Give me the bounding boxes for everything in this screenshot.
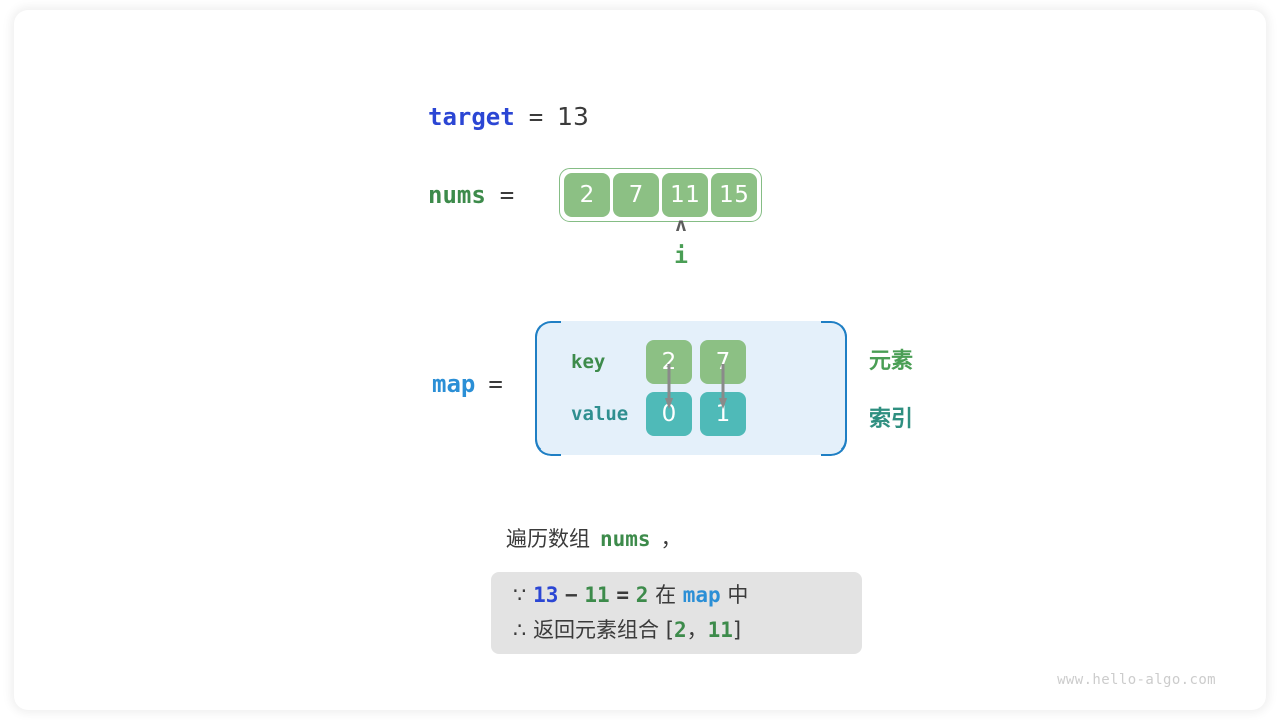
diagram-canvas: target = 13 nums = 2 7 11 15 ʌ i map = k… [14, 10, 1266, 710]
nums-cell: 7 [613, 173, 660, 217]
conclusion-map-name: map [682, 582, 721, 607]
target-equals-sign: = [528, 102, 544, 131]
hashmap-row-labels: key value [571, 340, 628, 436]
hashmap-value-label: value [571, 403, 629, 425]
equals-sign: = [616, 582, 630, 607]
conclusion-current-value: 11 [584, 582, 610, 607]
nums-cell: 15 [711, 173, 758, 217]
conclusion-in-word: 在 [655, 582, 677, 607]
legend-element-label: 元素 [869, 349, 914, 374]
conclusion-complement-value: 2 [635, 582, 649, 607]
map-row: map = [432, 370, 503, 398]
hashmap-key-cell: 7 [700, 340, 747, 384]
hashmap-value-cell: 0 [646, 392, 693, 436]
because-symbol: ∵ [513, 582, 527, 607]
nums-array: 2 7 11 15 [559, 168, 763, 222]
nums-variable-name: nums [428, 181, 486, 209]
traverse-note-prefix: 遍历数组 [506, 527, 590, 551]
map-equals-sign: = [488, 370, 503, 398]
hashmap-legend: 元素 索引 [869, 343, 913, 433]
nums-cell: 2 [564, 173, 611, 217]
watermark: www.hello-algo.com [1057, 672, 1216, 688]
caret-up-icon: ʌ [675, 214, 687, 236]
conclusion-target-value: 13 [533, 582, 559, 607]
hashmap-value-cell: 1 [700, 392, 747, 436]
therefore-symbol: ∴ [513, 618, 527, 642]
hashmap-container: key value 2 0 7 1 [535, 321, 847, 455]
target-row: target = 13 [428, 102, 589, 131]
conclusion-result-b: 11 [707, 618, 733, 642]
bracket-open: [ [665, 618, 674, 642]
map-variable-name: map [432, 370, 476, 398]
conclusion-result-comma: ， [686, 618, 708, 642]
minus-sign: − [565, 582, 578, 607]
conclusion-tail-word: 中 [727, 582, 749, 607]
target-value: 13 [557, 102, 589, 131]
index-pointer-label: i [674, 243, 688, 269]
conclusion-box: ∵ 13 − 11 = 2 在 map 中 ∴ 返回元素组合 [ 2 [491, 572, 862, 654]
legend-index-label: 索引 [869, 407, 914, 432]
conclusion-result-text: 返回元素组合 [533, 618, 660, 642]
hashmap-entry: 7 1 [700, 340, 747, 436]
bracket-close: ] [732, 618, 742, 642]
hashmap-key-cell: 2 [646, 340, 693, 384]
nums-equals-sign: = [499, 181, 515, 209]
hashmap-key-label: key [571, 351, 606, 373]
conclusion-line-2: ∴ 返回元素组合 [ 2 ， 11 ] [513, 615, 840, 647]
target-variable-name: target [428, 102, 515, 131]
nums-cell: 11 [662, 173, 709, 217]
hashmap-cells: 2 0 7 1 [646, 340, 747, 436]
nums-row: nums = 2 7 11 15 [428, 168, 763, 222]
traverse-note-variable: nums [600, 527, 651, 551]
index-pointer-group: ʌ i [659, 214, 703, 270]
traverse-note-suffix: ， [660, 527, 682, 551]
conclusion-result-a: 2 [673, 618, 687, 642]
conclusion-line-1: ∵ 13 − 11 = 2 在 map 中 [513, 580, 840, 612]
hashmap-entry: 2 0 [646, 340, 693, 436]
traverse-note: 遍历数组 nums ， [506, 523, 682, 553]
